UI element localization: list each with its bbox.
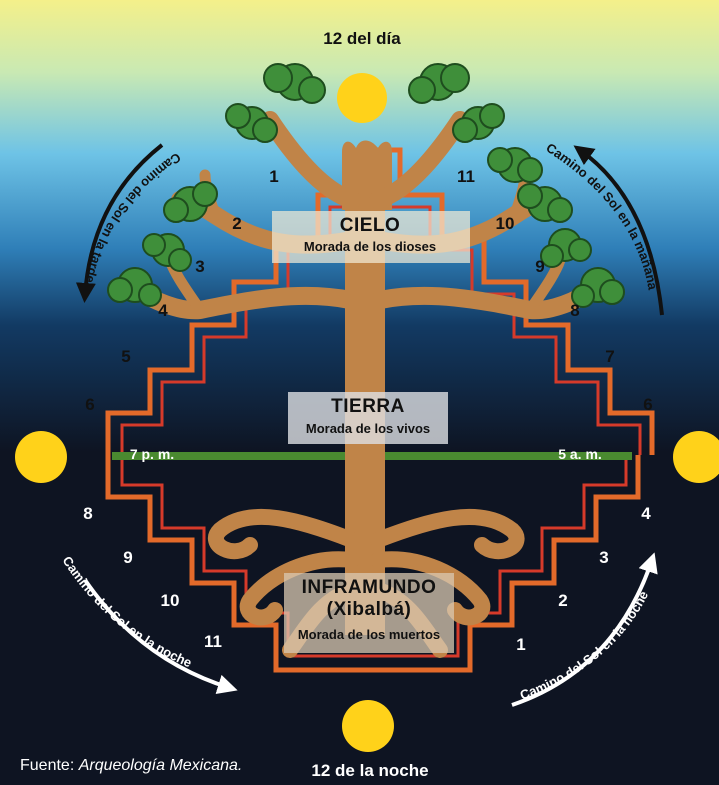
sun-noon (337, 73, 387, 123)
inframundo-box (284, 573, 454, 653)
step-number: 2 (232, 214, 242, 233)
tierra-title: TIERRA (331, 396, 405, 417)
step-number: 10 (160, 591, 180, 610)
step-number: 4 (158, 301, 168, 320)
sun-west (15, 431, 67, 483)
sunrise-time-label: 5 a. m. (558, 446, 602, 462)
noon-label: 12 del día (323, 29, 401, 48)
night-left-arrow (83, 578, 238, 694)
tree-branches (131, 111, 599, 320)
tierra-subtitle: Morada de los vivos (305, 421, 431, 436)
step-number: 4 (641, 504, 651, 523)
step-number: 6 (85, 395, 95, 414)
step-number: 6 (643, 395, 653, 414)
inframundo-title: INFRAMUNDO (301, 577, 437, 598)
step-number: 7 (605, 347, 615, 366)
source-prefix: Fuente: (20, 757, 79, 774)
step-number: 3 (195, 257, 205, 276)
step-number: 9 (123, 548, 133, 567)
afternoon-arrow (75, 143, 164, 303)
source-credit: Fuente: Arqueología Mexicana. (20, 757, 242, 775)
tierra-box (288, 392, 448, 444)
step-number: 8 (83, 504, 93, 523)
step-number: 11 (457, 167, 475, 186)
step-number: 3 (599, 548, 609, 567)
sun-midnight (342, 700, 394, 752)
cielo-title: CIELO (339, 215, 401, 236)
cielo-subtitle: Morada de los dioses (303, 239, 437, 254)
tree-foliage (107, 63, 625, 308)
inframundo-title2: (Xibalbá) (326, 599, 412, 620)
midnight-label: 12 de la noche (311, 761, 429, 780)
source-name: Arqueología Mexicana. (78, 757, 243, 774)
sunset-time-label: 7 p. m. (129, 446, 175, 462)
inframundo-subtitle: Morada de los muertos (297, 627, 441, 642)
step-number: 11 (204, 632, 222, 651)
morning-arrow (573, 145, 664, 316)
step-number: 8 (570, 301, 580, 320)
night-right-arrow (511, 552, 658, 707)
cielo-box (272, 211, 470, 263)
pyramid-outline-inner-lower (120, 455, 628, 658)
step-number: 2 (558, 591, 568, 610)
pyramid-outline-outer-lower (105, 455, 641, 673)
step-number: 5 (121, 347, 131, 366)
step-number: 1 (269, 167, 279, 186)
step-number: 1 (516, 635, 526, 654)
sun-east (673, 431, 719, 483)
step-number: 10 (495, 214, 515, 233)
step-number: 9 (535, 257, 545, 276)
